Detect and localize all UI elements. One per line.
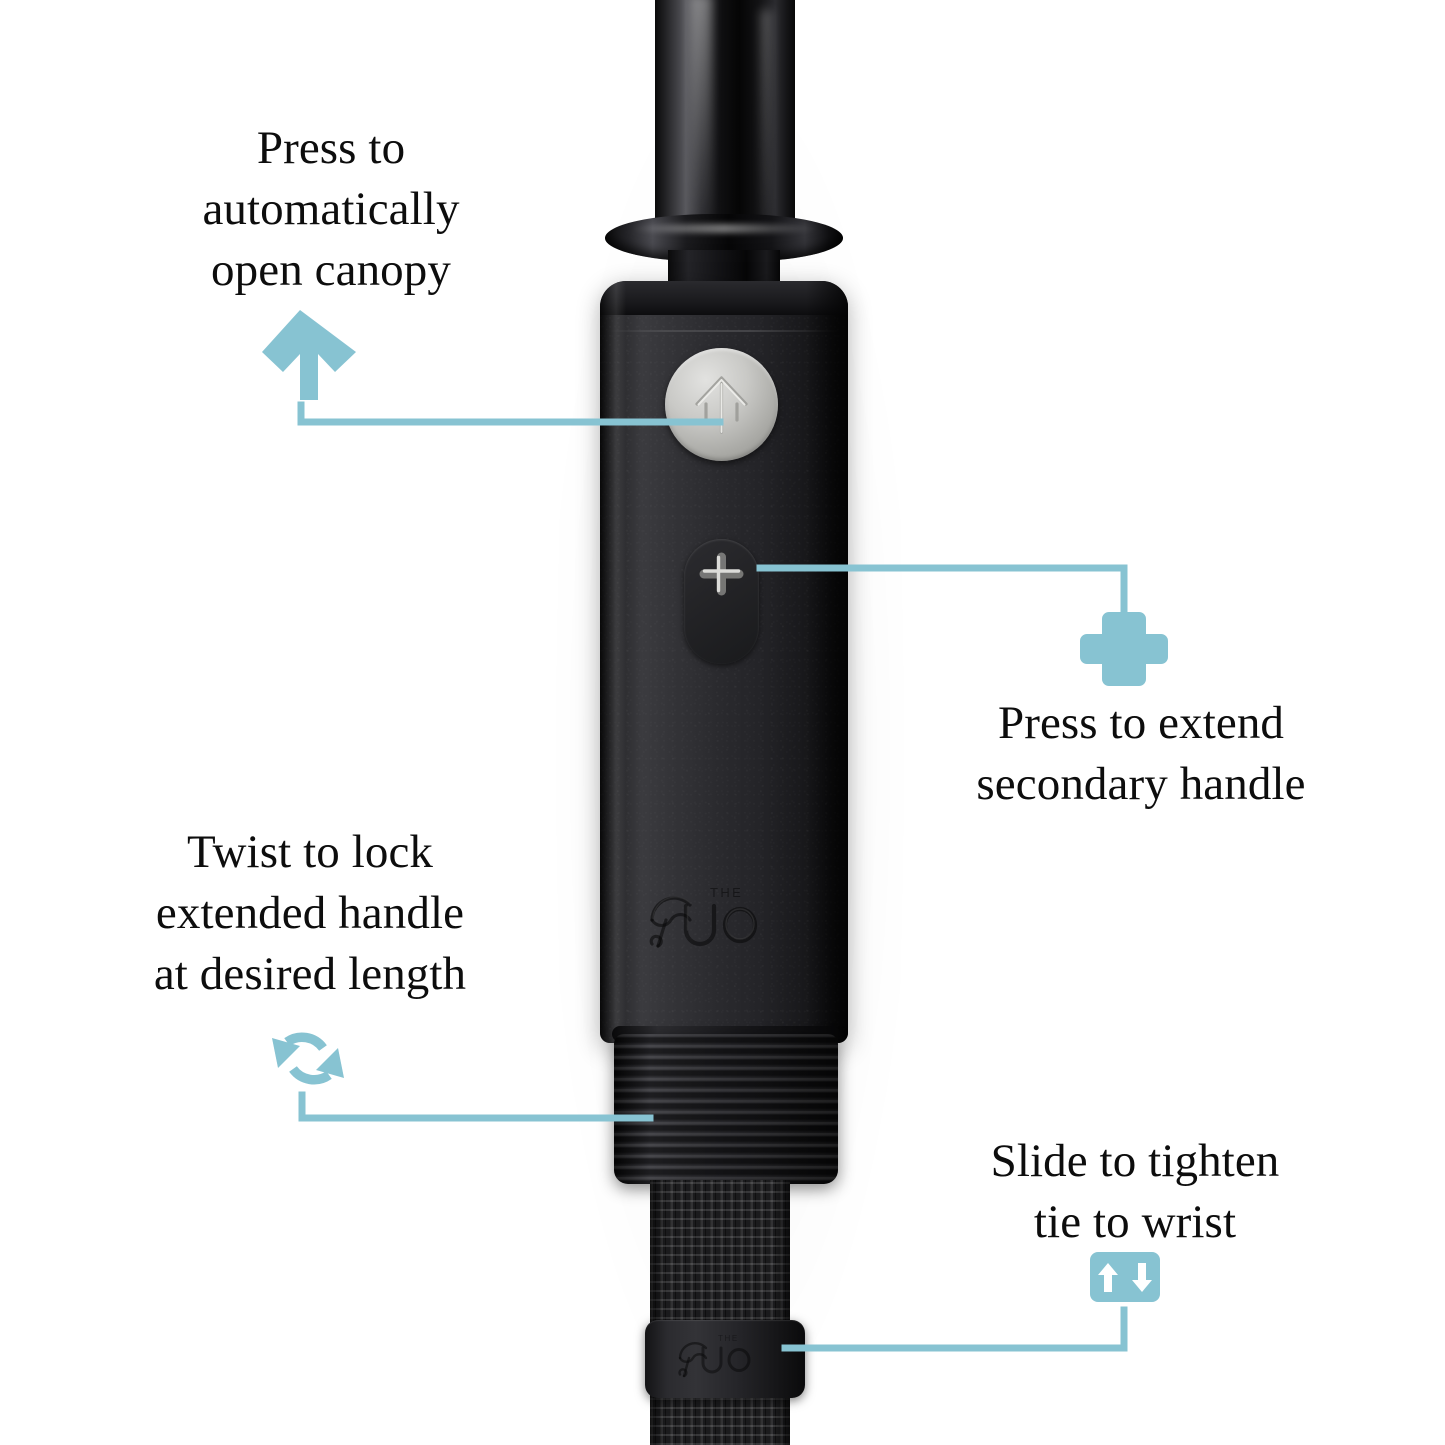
- callout-label-slide-tighten: Slide to tighten tie to wrist: [990, 1135, 1280, 1249]
- callout-label-extend-handle: Press to extend secondary handle: [976, 697, 1306, 811]
- up-down-arrows-icon: [1090, 1252, 1160, 1302]
- rotate-icon: [272, 1032, 344, 1085]
- callout-label-twist-lock: Twist to lock extended handle at desired…: [153, 826, 467, 1001]
- leader-line-slide-tighten: [781, 1306, 1128, 1352]
- arrow-up-icon: [262, 310, 356, 400]
- leader-line-twist-lock: [298, 1091, 654, 1122]
- callout-label-auto-open: Press to automatically open canopy: [202, 122, 460, 297]
- leader-line-extend-handle: [756, 564, 1128, 636]
- leader-line-auto-open: [297, 401, 724, 426]
- plus-icon: [1080, 612, 1168, 686]
